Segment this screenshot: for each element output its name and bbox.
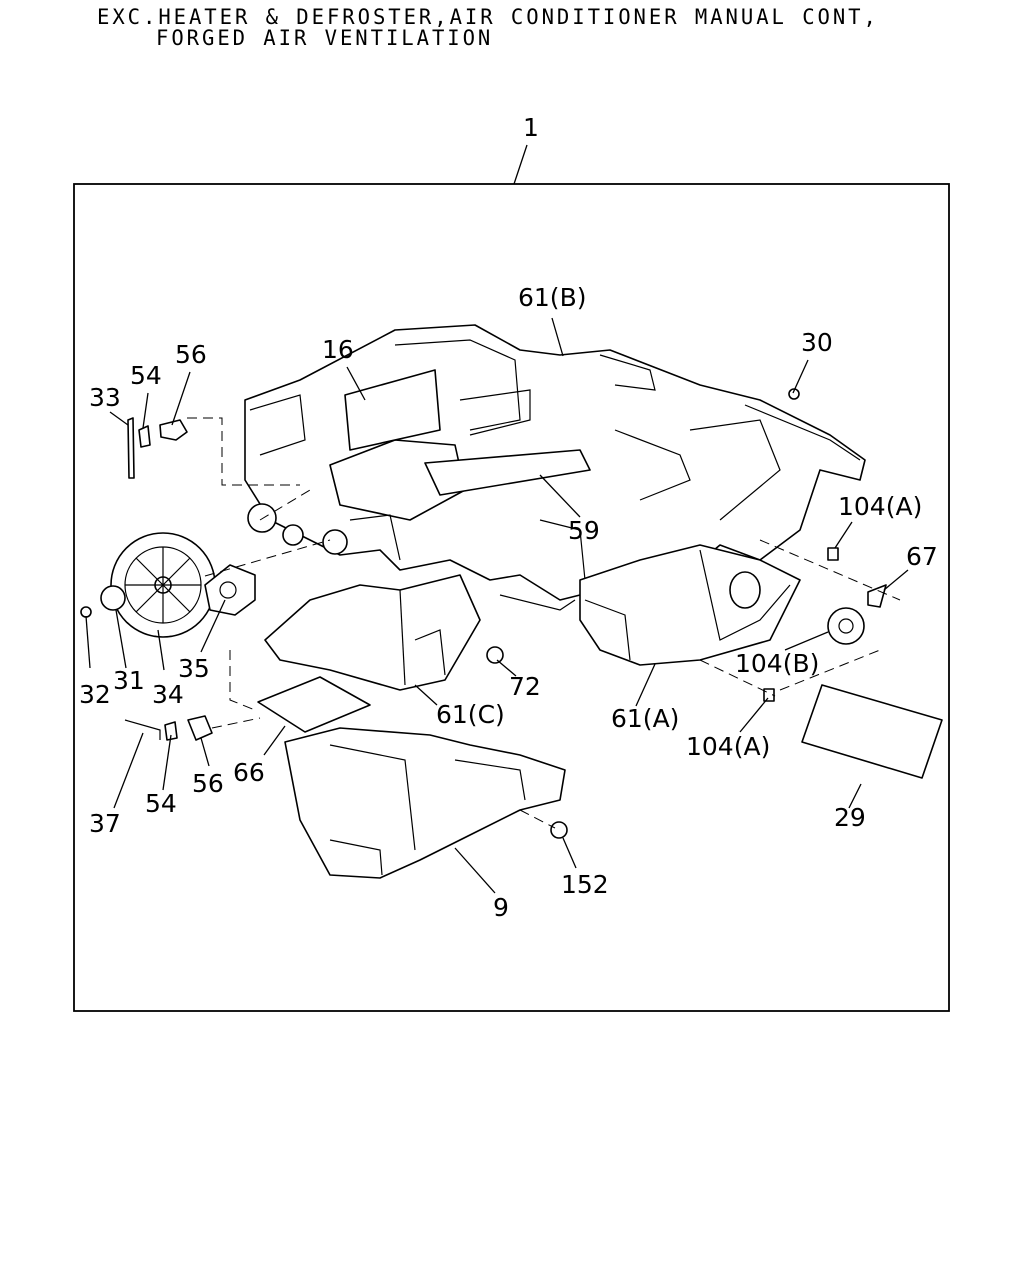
callout-56-upper: 56 [175,340,207,369]
callout-152: 152 [561,870,609,899]
callout-34: 34 [152,680,184,709]
callout-67: 67 [906,542,938,571]
assembly-frame [73,183,950,1012]
callout-29: 29 [834,803,866,832]
case-61c [264,574,481,691]
actuator-35 [204,564,256,616]
callout-35: 35 [178,654,210,683]
callout-61b: 61(B) [518,283,586,312]
nut-72 [486,646,504,664]
callout-37: 37 [89,809,121,838]
clip-33 [127,417,135,479]
callout-104b: 104(B) [735,649,819,678]
nut-152 [550,821,568,839]
motor-104b [729,571,865,645]
washer-31 [100,585,126,611]
filter-29 [801,684,943,779]
callout-61a: 61(A) [611,704,679,733]
callout-72: 72 [509,672,541,701]
duct-9 [284,727,566,879]
callout-1: 1 [523,113,539,142]
leader-lines [85,317,909,894]
title-line-2: FORGED AIR VENTILATION [156,26,494,50]
filter-66 [257,676,371,733]
lever-56-upper [159,419,188,441]
callout-54-lower: 54 [145,789,177,818]
callout-9: 9 [493,893,509,922]
callout-66: 66 [233,758,265,787]
callout-labels: 1 61(B) 16 30 56 54 33 104(A) 67 59 35 3… [79,113,938,922]
callout-61c: 61(C) [436,700,505,729]
rod-37 [124,719,161,740]
leader-1 [513,144,528,185]
clip-54-upper [138,425,151,448]
callout-56-lower: 56 [192,769,224,798]
clip-67 [867,584,887,608]
callout-54-upper: 54 [130,361,162,390]
heater-case-upper [244,324,866,611]
clip-54-lower [164,721,178,741]
callout-59: 59 [568,516,600,545]
lever-56-lower [187,715,213,741]
blower-wheel-34 [110,532,216,638]
callout-104a-upper: 104(A) [838,492,922,521]
callout-33: 33 [89,383,121,412]
callout-32: 32 [79,680,111,709]
callout-31: 31 [113,666,145,695]
pin-104a-upper [827,547,839,561]
bolt-30 [788,388,800,400]
callout-104a-lower: 104(A) [686,732,770,761]
screw-32 [80,606,92,618]
assembly-guide-lines [187,417,901,829]
callout-16: 16 [322,335,354,364]
callout-30: 30 [801,328,833,357]
title-line-1: EXC.HEATER & DEFROSTER,AIR CONDITIONER M… [97,5,879,29]
